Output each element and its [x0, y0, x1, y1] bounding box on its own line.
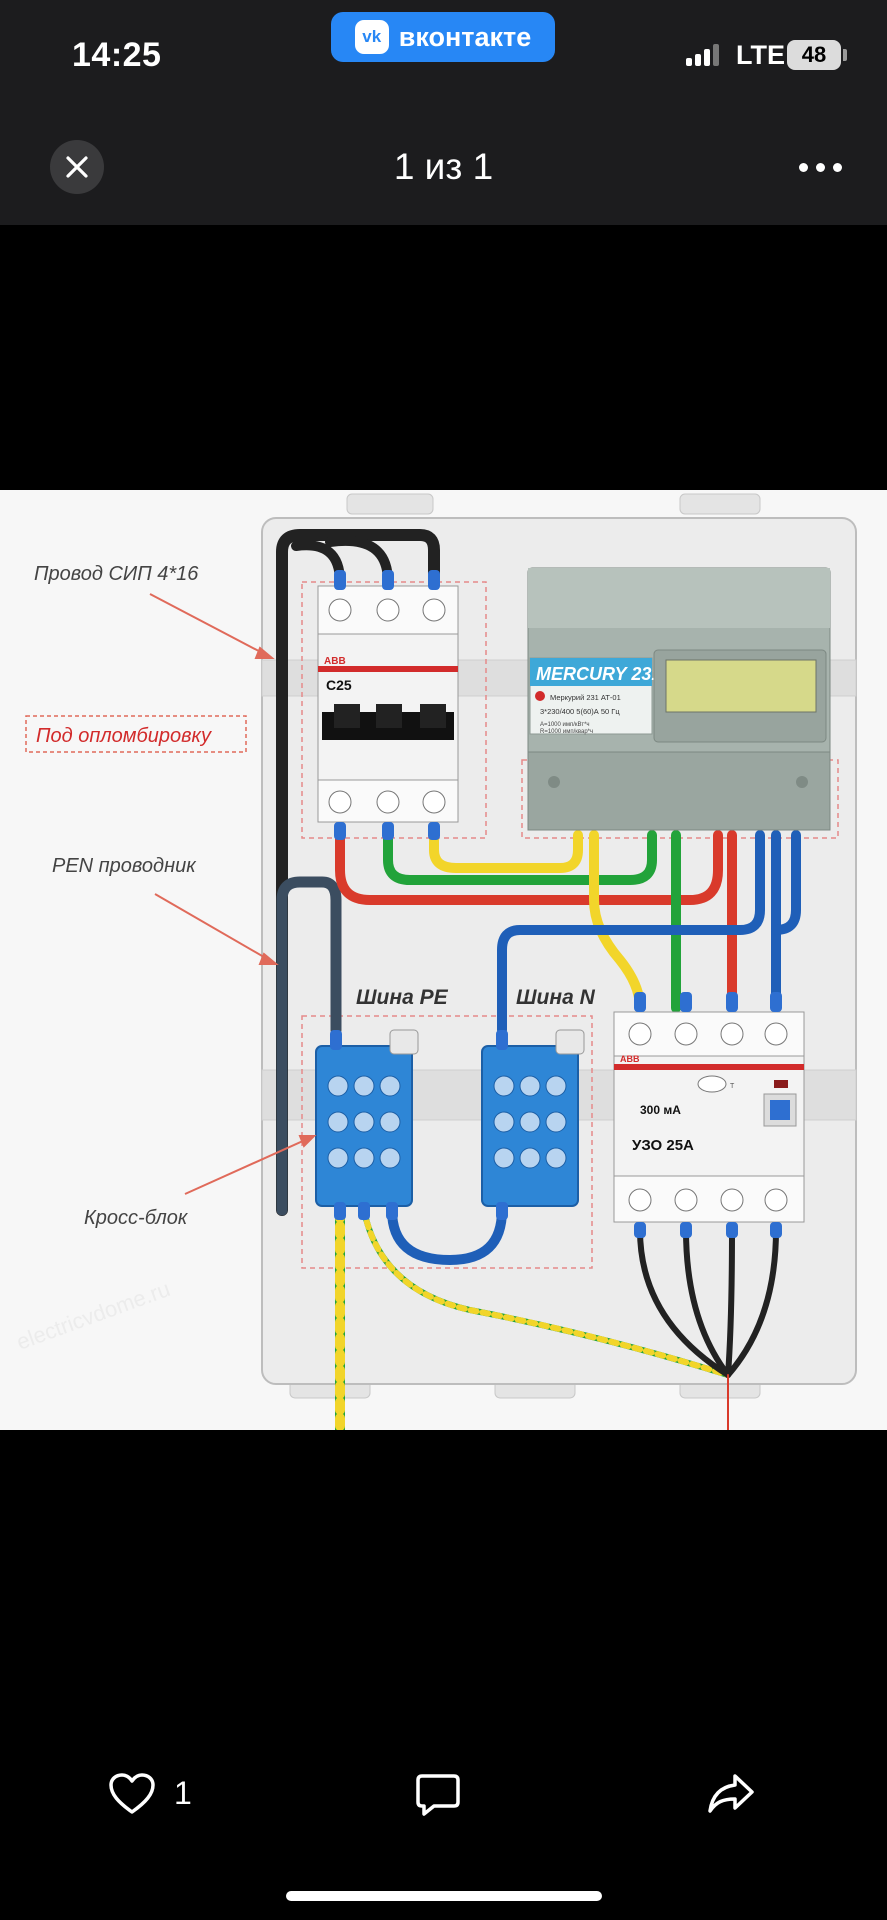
home-indicator[interactable]	[286, 1891, 602, 1901]
bus-pe	[315, 1029, 419, 1220]
battery-icon: 48	[787, 40, 841, 70]
meter-imp1: А=1000 имп/кВт*ч	[540, 722, 590, 728]
battery-tip	[843, 49, 847, 61]
viewer-header: 1 из 1	[0, 100, 887, 225]
label-sip-wire: Провод СИП 4*16	[34, 563, 199, 585]
share-button[interactable]	[707, 1770, 755, 1816]
like-count: 1	[174, 1775, 192, 1811]
rcd-current: 300 мА	[640, 1103, 681, 1117]
bus-n	[481, 1029, 585, 1220]
wiring-diagram-image: electricvdome.ru electricvdome.ru electr…	[0, 490, 887, 1435]
app-return-pill[interactable]: vk вконтакте	[331, 12, 555, 62]
breaker-rating: C25	[326, 677, 352, 693]
signal-icon	[686, 44, 719, 66]
meter-brand: MERCURY 231	[536, 664, 661, 684]
close-icon	[66, 156, 88, 178]
callout-arrows	[149, 593, 317, 1195]
rcd-test: T	[730, 1083, 735, 1090]
label-pen: PEN проводник	[52, 855, 197, 877]
comment-icon	[416, 1774, 460, 1816]
like-button[interactable]	[108, 1772, 156, 1816]
rcd-name: УЗО 25А	[632, 1137, 694, 1154]
app-return-label: вконтакте	[398, 21, 532, 52]
status-bar: 14:25 vk вконтакте LTE 48	[0, 0, 887, 100]
label-seal-box	[25, 715, 247, 753]
photo[interactable]: electricvdome.ru electricvdome.ru electr…	[0, 490, 887, 1435]
network-type: LTE	[736, 40, 785, 70]
meter-spec: 3*230/400 5(60)А 50 Гц	[540, 707, 620, 716]
breaker-brand: ABB	[324, 656, 346, 667]
label-seal: Под опломбировку	[36, 725, 212, 747]
label-bus-pe: Шина PE	[356, 986, 449, 1009]
meter-model: Меркурий 231 АТ-01	[550, 693, 621, 702]
meter-imp2: R=1000 имп/квар*ч	[540, 729, 593, 735]
wires	[276, 529, 801, 1435]
more-button[interactable]	[790, 152, 850, 182]
share-icon	[708, 1774, 754, 1813]
breaker-c25: ABB C25	[317, 570, 459, 840]
label-bus-n: Шина N	[516, 986, 596, 1009]
vk-logo-icon: vk	[354, 20, 389, 54]
rcd: ABB T 300 мА УЗО 25А	[613, 992, 805, 1238]
label-cross-block: Кросс-блок	[84, 1207, 189, 1229]
close-button[interactable]	[50, 140, 104, 194]
comment-button[interactable]	[414, 1772, 462, 1818]
photo-counter: 1 из 1	[393, 146, 494, 187]
more-dots-icon	[798, 162, 808, 172]
heart-icon	[109, 1773, 155, 1814]
status-time: 14:25	[72, 36, 162, 74]
rcd-brand: ABB	[620, 1054, 640, 1064]
electricity-meter: MERCURY 231 Меркурий 231 АТ-01 3*230/400…	[527, 567, 831, 831]
